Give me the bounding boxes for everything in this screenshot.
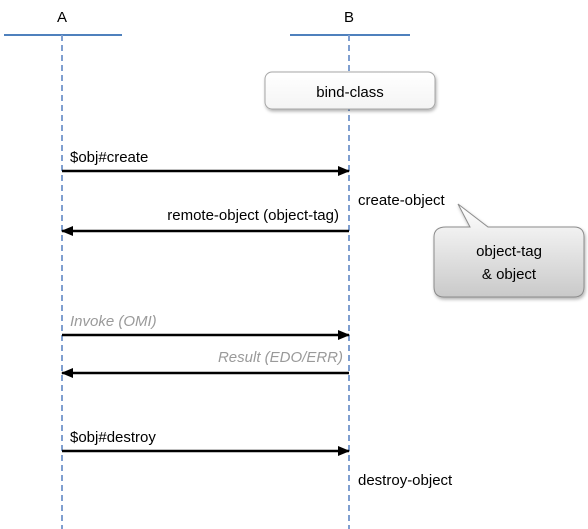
participant-b-label: B	[344, 9, 354, 26]
message-remote-object-label: remote-object (object-tag)	[167, 207, 339, 224]
bind-class-label: bind-class	[316, 84, 384, 101]
message-result-label: Result (EDO/ERR)	[218, 349, 343, 366]
message-create-label: $obj#create	[70, 149, 148, 166]
message-destroy-label: $obj#destroy	[70, 429, 156, 446]
note-create-object: create-object	[358, 192, 446, 209]
callout-line-1: object-tag	[476, 243, 542, 260]
participant-a-label: A	[57, 9, 67, 26]
callout-object-tag: object-tag & object	[433, 203, 585, 298]
message-invoke-label: Invoke (OMI)	[70, 313, 157, 330]
bind-class-box: bind-class	[264, 71, 436, 110]
note-destroy-object: destroy-object	[358, 472, 453, 489]
callout-shape	[433, 203, 585, 298]
callout-line-2: & object	[482, 266, 537, 283]
